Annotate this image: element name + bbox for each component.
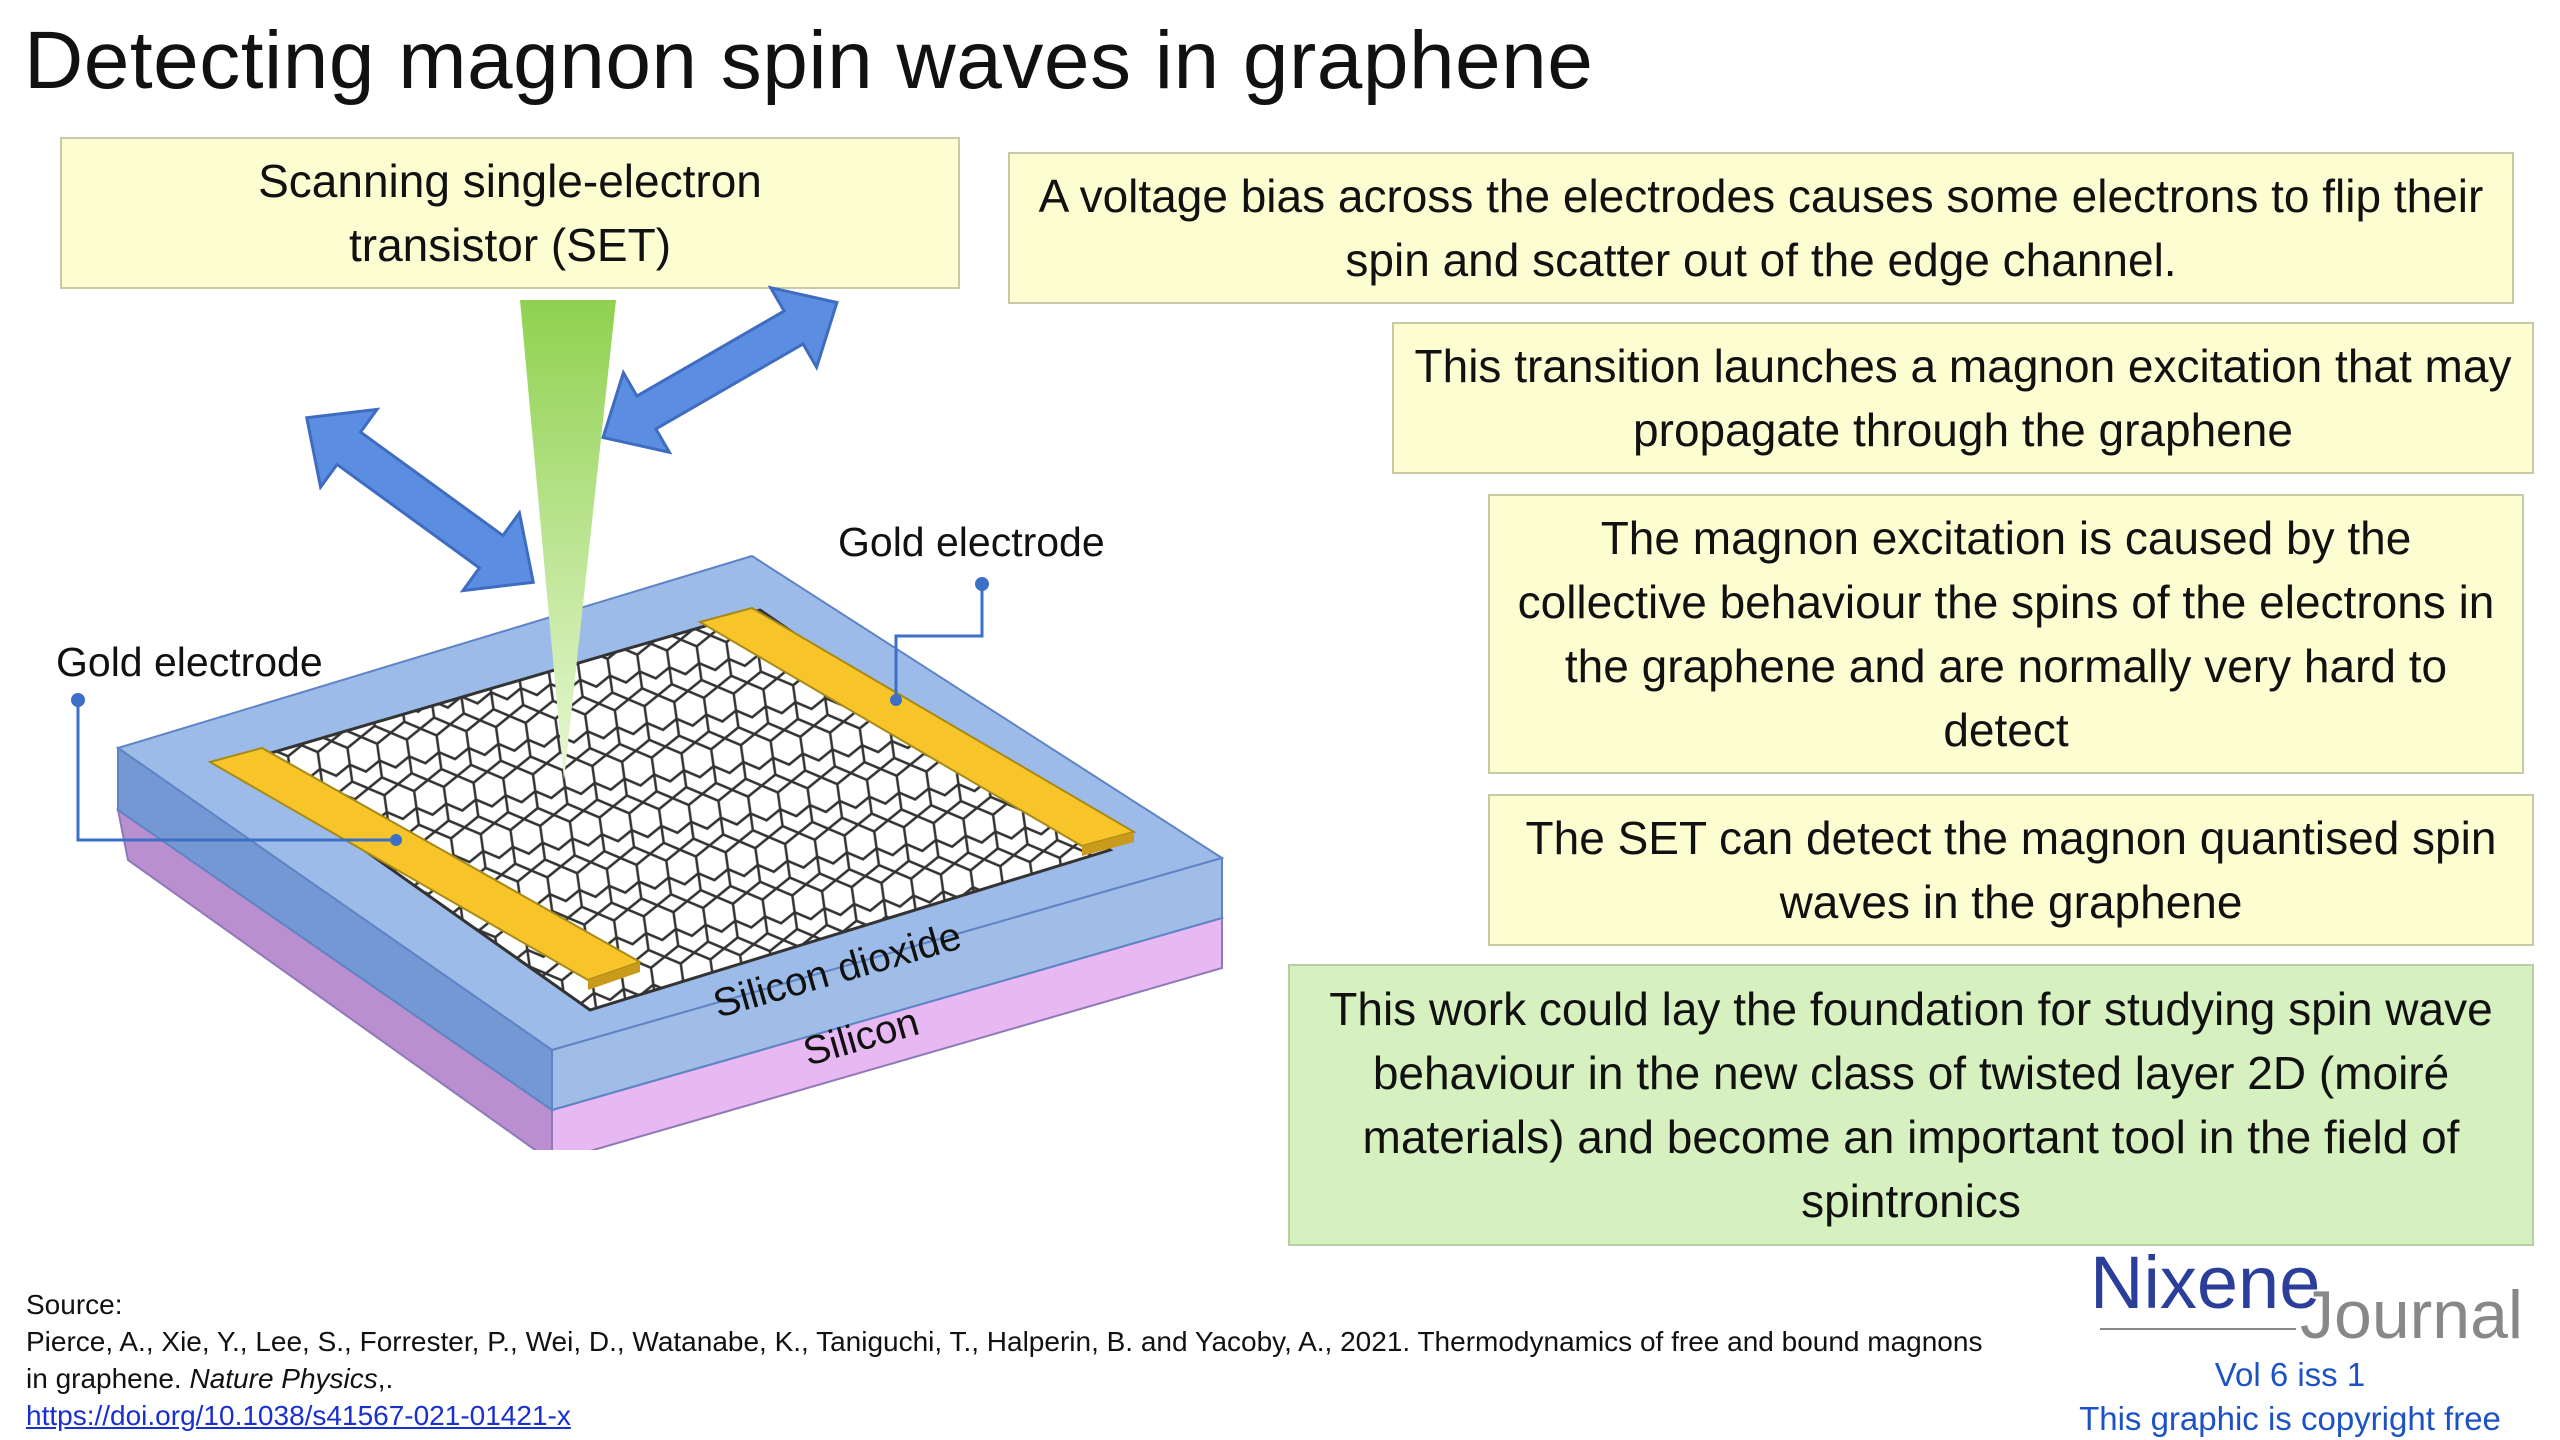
callout-dot-right (975, 577, 989, 591)
citation-end: ,. (377, 1363, 394, 1394)
citation-authors-title: Pierce, A., Xie, Y., Lee, S., Forrester,… (26, 1326, 1983, 1394)
doi-link[interactable]: https://doi.org/10.1038/s41567-021-01421… (26, 1400, 571, 1431)
info-box-transition: This transition launches a magnon excita… (1392, 322, 2534, 474)
info-box-voltage-text: A voltage bias across the electrodes cau… (1038, 170, 2484, 286)
conclusion-box-text: This work could lay the foundation for s… (1329, 983, 2493, 1227)
info-box-set-detect-text: The SET can detect the magnon quantised … (1525, 812, 2497, 928)
citation-journal: Nature Physics (189, 1363, 378, 1394)
double-arrow-left-icon (304, 407, 536, 593)
callout-end-right (890, 694, 902, 706)
conclusion-box: This work could lay the foundation for s… (1288, 964, 2534, 1246)
callout-line-left (76, 700, 396, 842)
label-gold-electrode-left: Gold electrode (56, 639, 323, 685)
callout-end-left (390, 834, 402, 846)
nixene-journal-logo: Nixene Journal Vol 6 iss 1 This graphic … (2060, 1240, 2540, 1440)
source-heading: Source: (26, 1289, 123, 1320)
set-label-text: Scanning single-electron transistor (SET… (258, 155, 762, 271)
logo-nixene: Nixene (2090, 1241, 2321, 1324)
set-tip (520, 300, 616, 780)
logo-underline (2100, 1328, 2296, 1330)
info-box-voltage: A voltage bias across the electrodes cau… (1008, 152, 2514, 304)
source-citation: Pierce, A., Xie, Y., Lee, S., Forrester,… (26, 1323, 1986, 1397)
logo-journal: Journal (2300, 1277, 2524, 1353)
info-box-collective-text: The magnon excitation is caused by the c… (1517, 512, 2495, 756)
double-arrow-right-icon (601, 285, 839, 455)
callout-dot-left (71, 693, 85, 707)
set-label-box: Scanning single-electron transistor (SET… (60, 137, 960, 289)
info-box-collective: The magnon excitation is caused by the c… (1488, 494, 2524, 774)
device-diagram: Gold electrode Gold electrode Silicon di… (56, 285, 1225, 1150)
gold-electrode-left (207, 746, 643, 990)
info-box-transition-text: This transition launches a magnon excita… (1414, 340, 2512, 456)
gold-electrode-right (697, 606, 1137, 856)
source-block: Source: Pierce, A., Xie, Y., Lee, S., Fo… (26, 1286, 1986, 1434)
info-box-set-detect: The SET can detect the magnon quantised … (1488, 794, 2534, 946)
logo-copyright: This graphic is copyright free (2079, 1400, 2501, 1437)
logo-volume: Vol 6 iss 1 (2214, 1356, 2366, 1393)
callout-line-right (894, 584, 984, 700)
label-gold-electrode-right: Gold electrode (838, 519, 1105, 565)
page-title: Detecting magnon spin waves in graphene (24, 15, 1594, 106)
